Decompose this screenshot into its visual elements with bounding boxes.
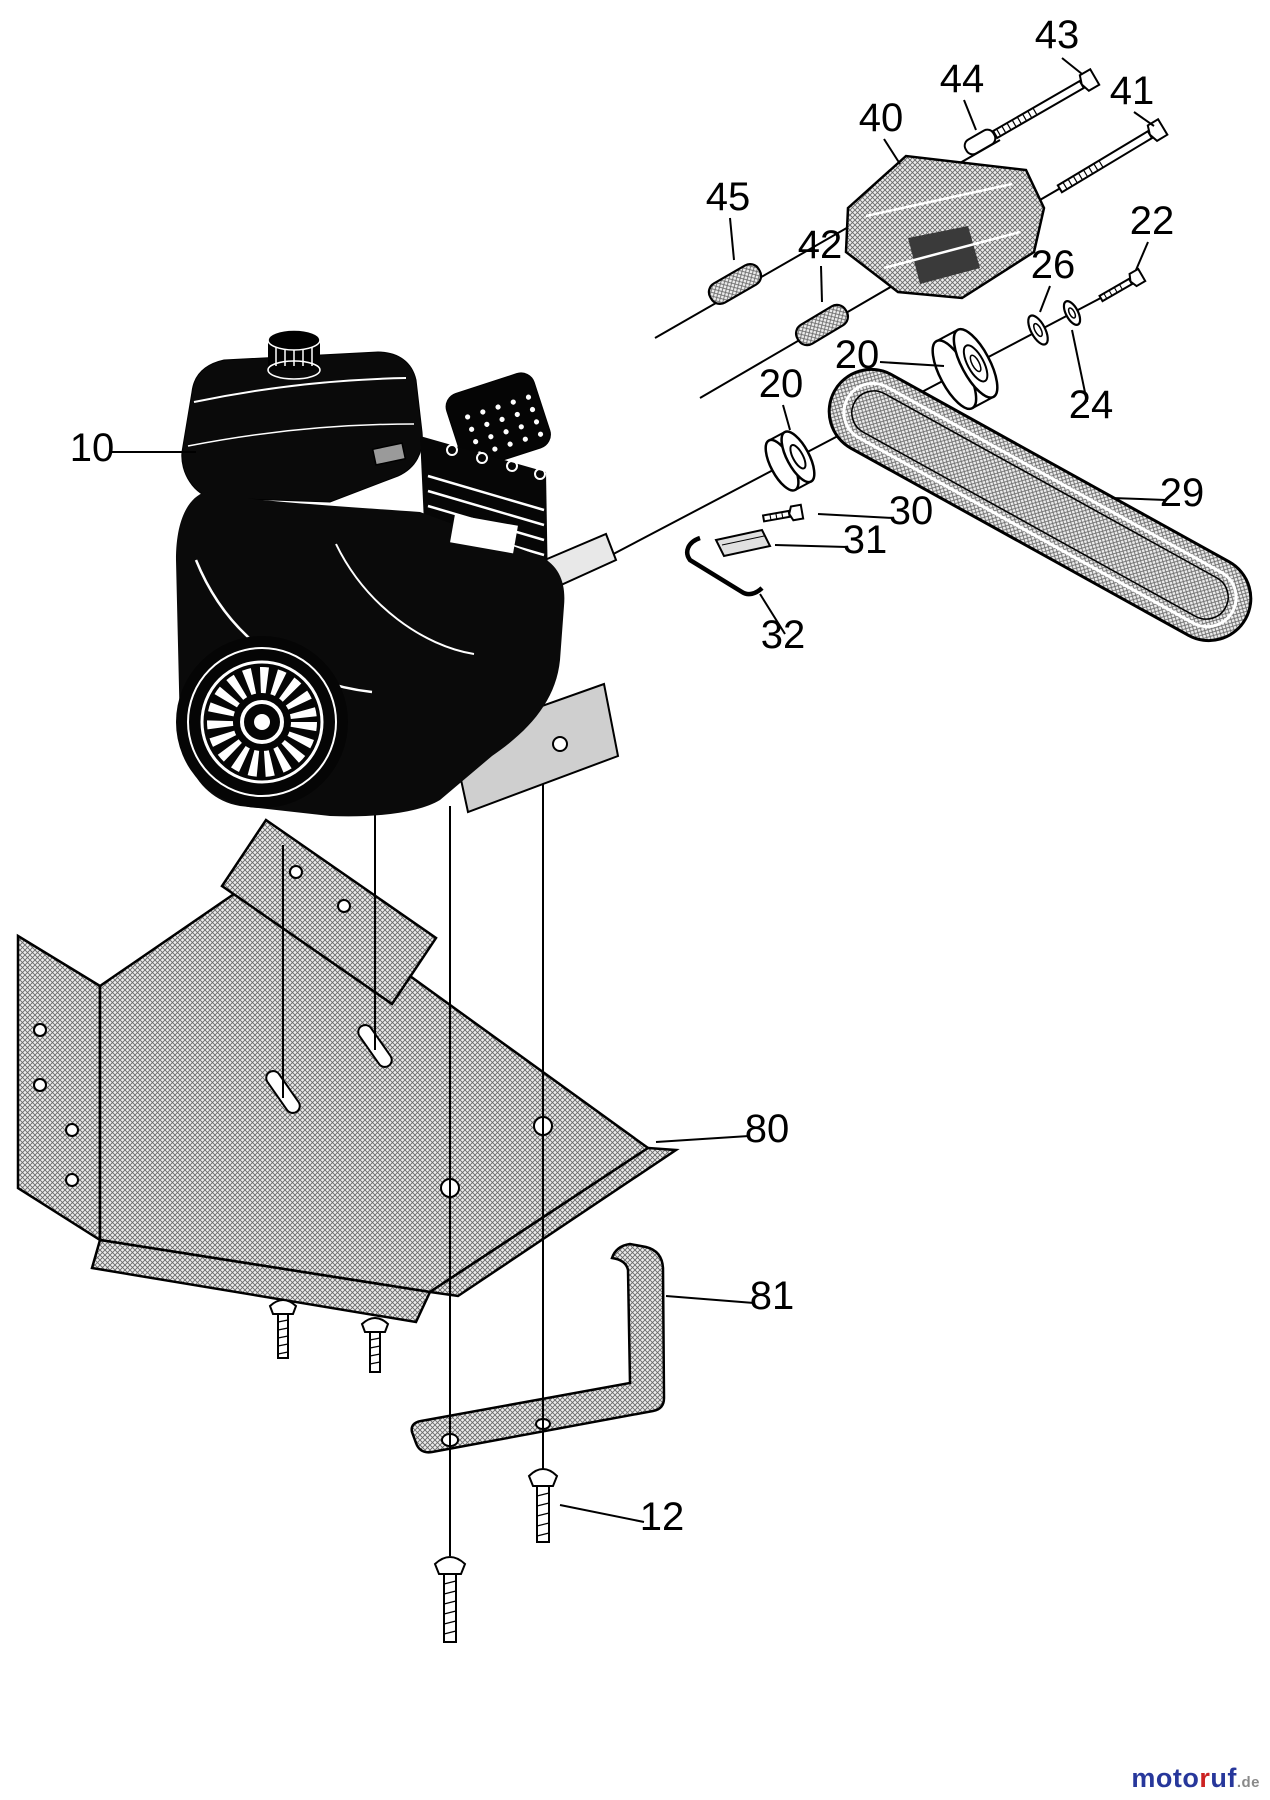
callout-43: 43 — [1035, 13, 1080, 57]
callout-24: 24 — [1069, 383, 1114, 427]
spacer-42 — [794, 303, 850, 347]
callout-31: 31 — [843, 518, 888, 562]
flywheel-fan — [176, 636, 348, 808]
washer-26 — [1027, 314, 1049, 346]
watermark-brand-suffix: uf — [1210, 1763, 1237, 1793]
callout-41: 41 — [1110, 69, 1155, 113]
watermark-domain-suffix: .de — [1236, 1774, 1260, 1791]
callout-81: 81 — [750, 1274, 795, 1318]
callout-80: 80 — [745, 1107, 790, 1151]
callout-22: 22 — [1130, 199, 1175, 243]
callout-12: 12 — [640, 1495, 685, 1539]
leader-lines — [112, 57, 1167, 1523]
vertical-assembly-lines — [282, 762, 544, 1556]
mounting-bracket-40 — [844, 154, 1046, 300]
mounting-screw-left — [268, 1299, 298, 1359]
callout-26: 26 — [1031, 243, 1076, 287]
callout-40: 40 — [859, 96, 904, 140]
muffler — [445, 372, 551, 469]
screw-12 — [527, 1468, 559, 1543]
base-plate-80 — [16, 818, 680, 1324]
hex-bolt-41 — [1056, 117, 1169, 194]
callout-32: 32 — [761, 613, 806, 657]
pulley-20-inner — [764, 430, 816, 492]
hex-bolt-22 — [1098, 267, 1147, 303]
callout-30: 30 — [889, 489, 934, 533]
pulley-20-outer — [931, 327, 999, 411]
callout-29: 29 — [1160, 471, 1205, 515]
bushing-44 — [963, 128, 997, 156]
callout-20-lower: 20 — [759, 362, 804, 406]
watermark-brand-prefix: moto — [1131, 1763, 1200, 1793]
hex-bolt-43 — [991, 67, 1101, 140]
callout-42: 42 — [798, 223, 843, 267]
clip-31 — [714, 528, 772, 558]
engine-assembly-10 — [176, 329, 620, 817]
screw-30 — [761, 503, 805, 523]
washer-24 — [1062, 300, 1082, 326]
callout-20-upper: 20 — [835, 333, 880, 377]
watermark-logo[interactable]: motoruf.de — [1131, 1763, 1260, 1794]
bottom-screw-left — [433, 1556, 467, 1643]
fuel-cap — [267, 329, 321, 380]
bent-rod-32 — [685, 535, 764, 597]
callout-45: 45 — [706, 175, 751, 219]
spacer-45 — [707, 263, 763, 305]
callout-44: 44 — [940, 57, 985, 101]
callout-10: 10 — [70, 426, 115, 470]
watermark-brand-accent: r — [1199, 1763, 1211, 1793]
mounting-screw-mid — [360, 1317, 390, 1373]
